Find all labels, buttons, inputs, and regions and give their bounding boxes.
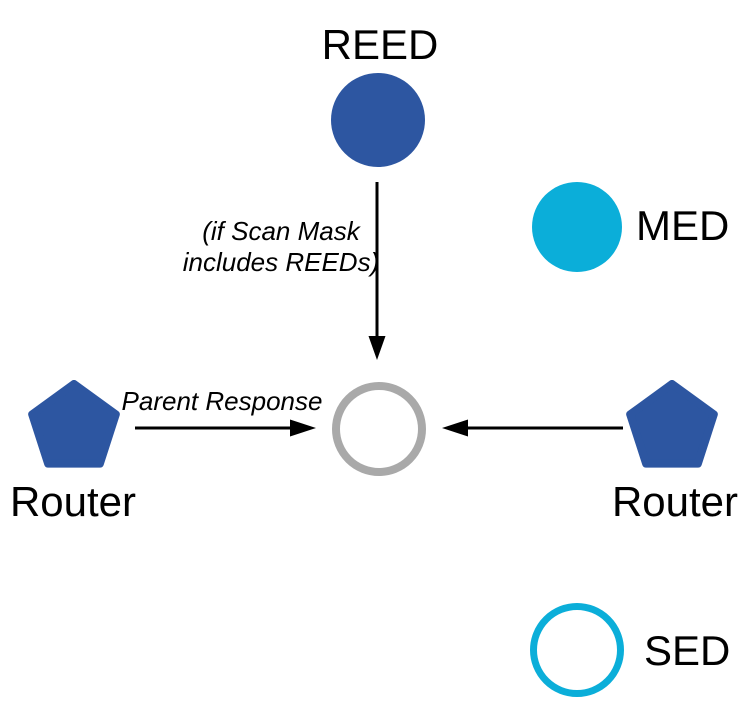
router-left-pentagon-icon bbox=[28, 380, 120, 468]
sed-label: SED bbox=[644, 627, 731, 674]
arrow-left-icon bbox=[442, 419, 623, 437]
med-label: MED bbox=[636, 202, 730, 249]
router-left-label: Router bbox=[9, 478, 137, 525]
reed-circle-icon bbox=[331, 73, 425, 167]
arrow-right-icon bbox=[135, 419, 316, 437]
scan-mask-note-line2: includes REEDs) bbox=[182, 247, 380, 277]
reed-label: REED bbox=[321, 21, 439, 68]
parent-response-label: Parent Response bbox=[121, 386, 323, 416]
center-device-circle-icon bbox=[332, 382, 426, 476]
scan-mask-note: (if Scan Mask includes REEDs) bbox=[171, 216, 391, 278]
router-right-label: Router bbox=[611, 478, 739, 525]
arrow-down-icon bbox=[368, 182, 386, 360]
sed-circle-icon bbox=[530, 603, 624, 697]
scan-mask-note-line1: (if Scan Mask bbox=[202, 216, 360, 246]
med-circle-icon bbox=[532, 182, 622, 272]
router-right-pentagon-icon bbox=[626, 380, 718, 468]
